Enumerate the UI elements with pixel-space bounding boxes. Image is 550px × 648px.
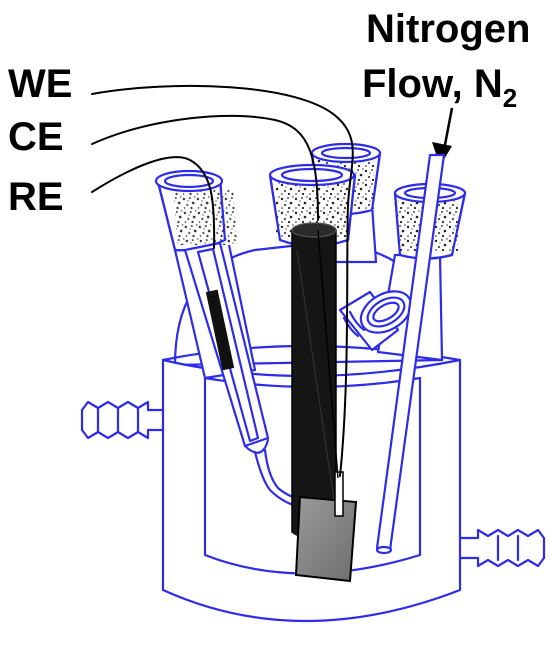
reference-electrode — [183, 241, 312, 510]
label-flow-prefix: Flow, N — [362, 62, 503, 106]
we-wire — [91, 84, 354, 477]
label-ce: CE — [8, 115, 64, 159]
working-electrode-rod — [291, 222, 337, 538]
hose-barb-right — [458, 528, 546, 568]
label-n2-subscript: 2 — [503, 83, 517, 113]
label-flow-n2: Flow, N2 — [362, 62, 517, 113]
side-port — [338, 290, 413, 352]
label-nitrogen: Nitrogen — [366, 7, 530, 51]
label-re: RE — [8, 175, 64, 219]
nitrogen-inlet-tube — [375, 153, 446, 555]
label-we: WE — [8, 62, 72, 106]
hose-barb-left — [80, 400, 165, 440]
counter-electrode-plate — [294, 471, 358, 583]
ce-wire — [91, 114, 319, 221]
re-wire — [91, 156, 216, 249]
wires — [91, 84, 354, 479]
